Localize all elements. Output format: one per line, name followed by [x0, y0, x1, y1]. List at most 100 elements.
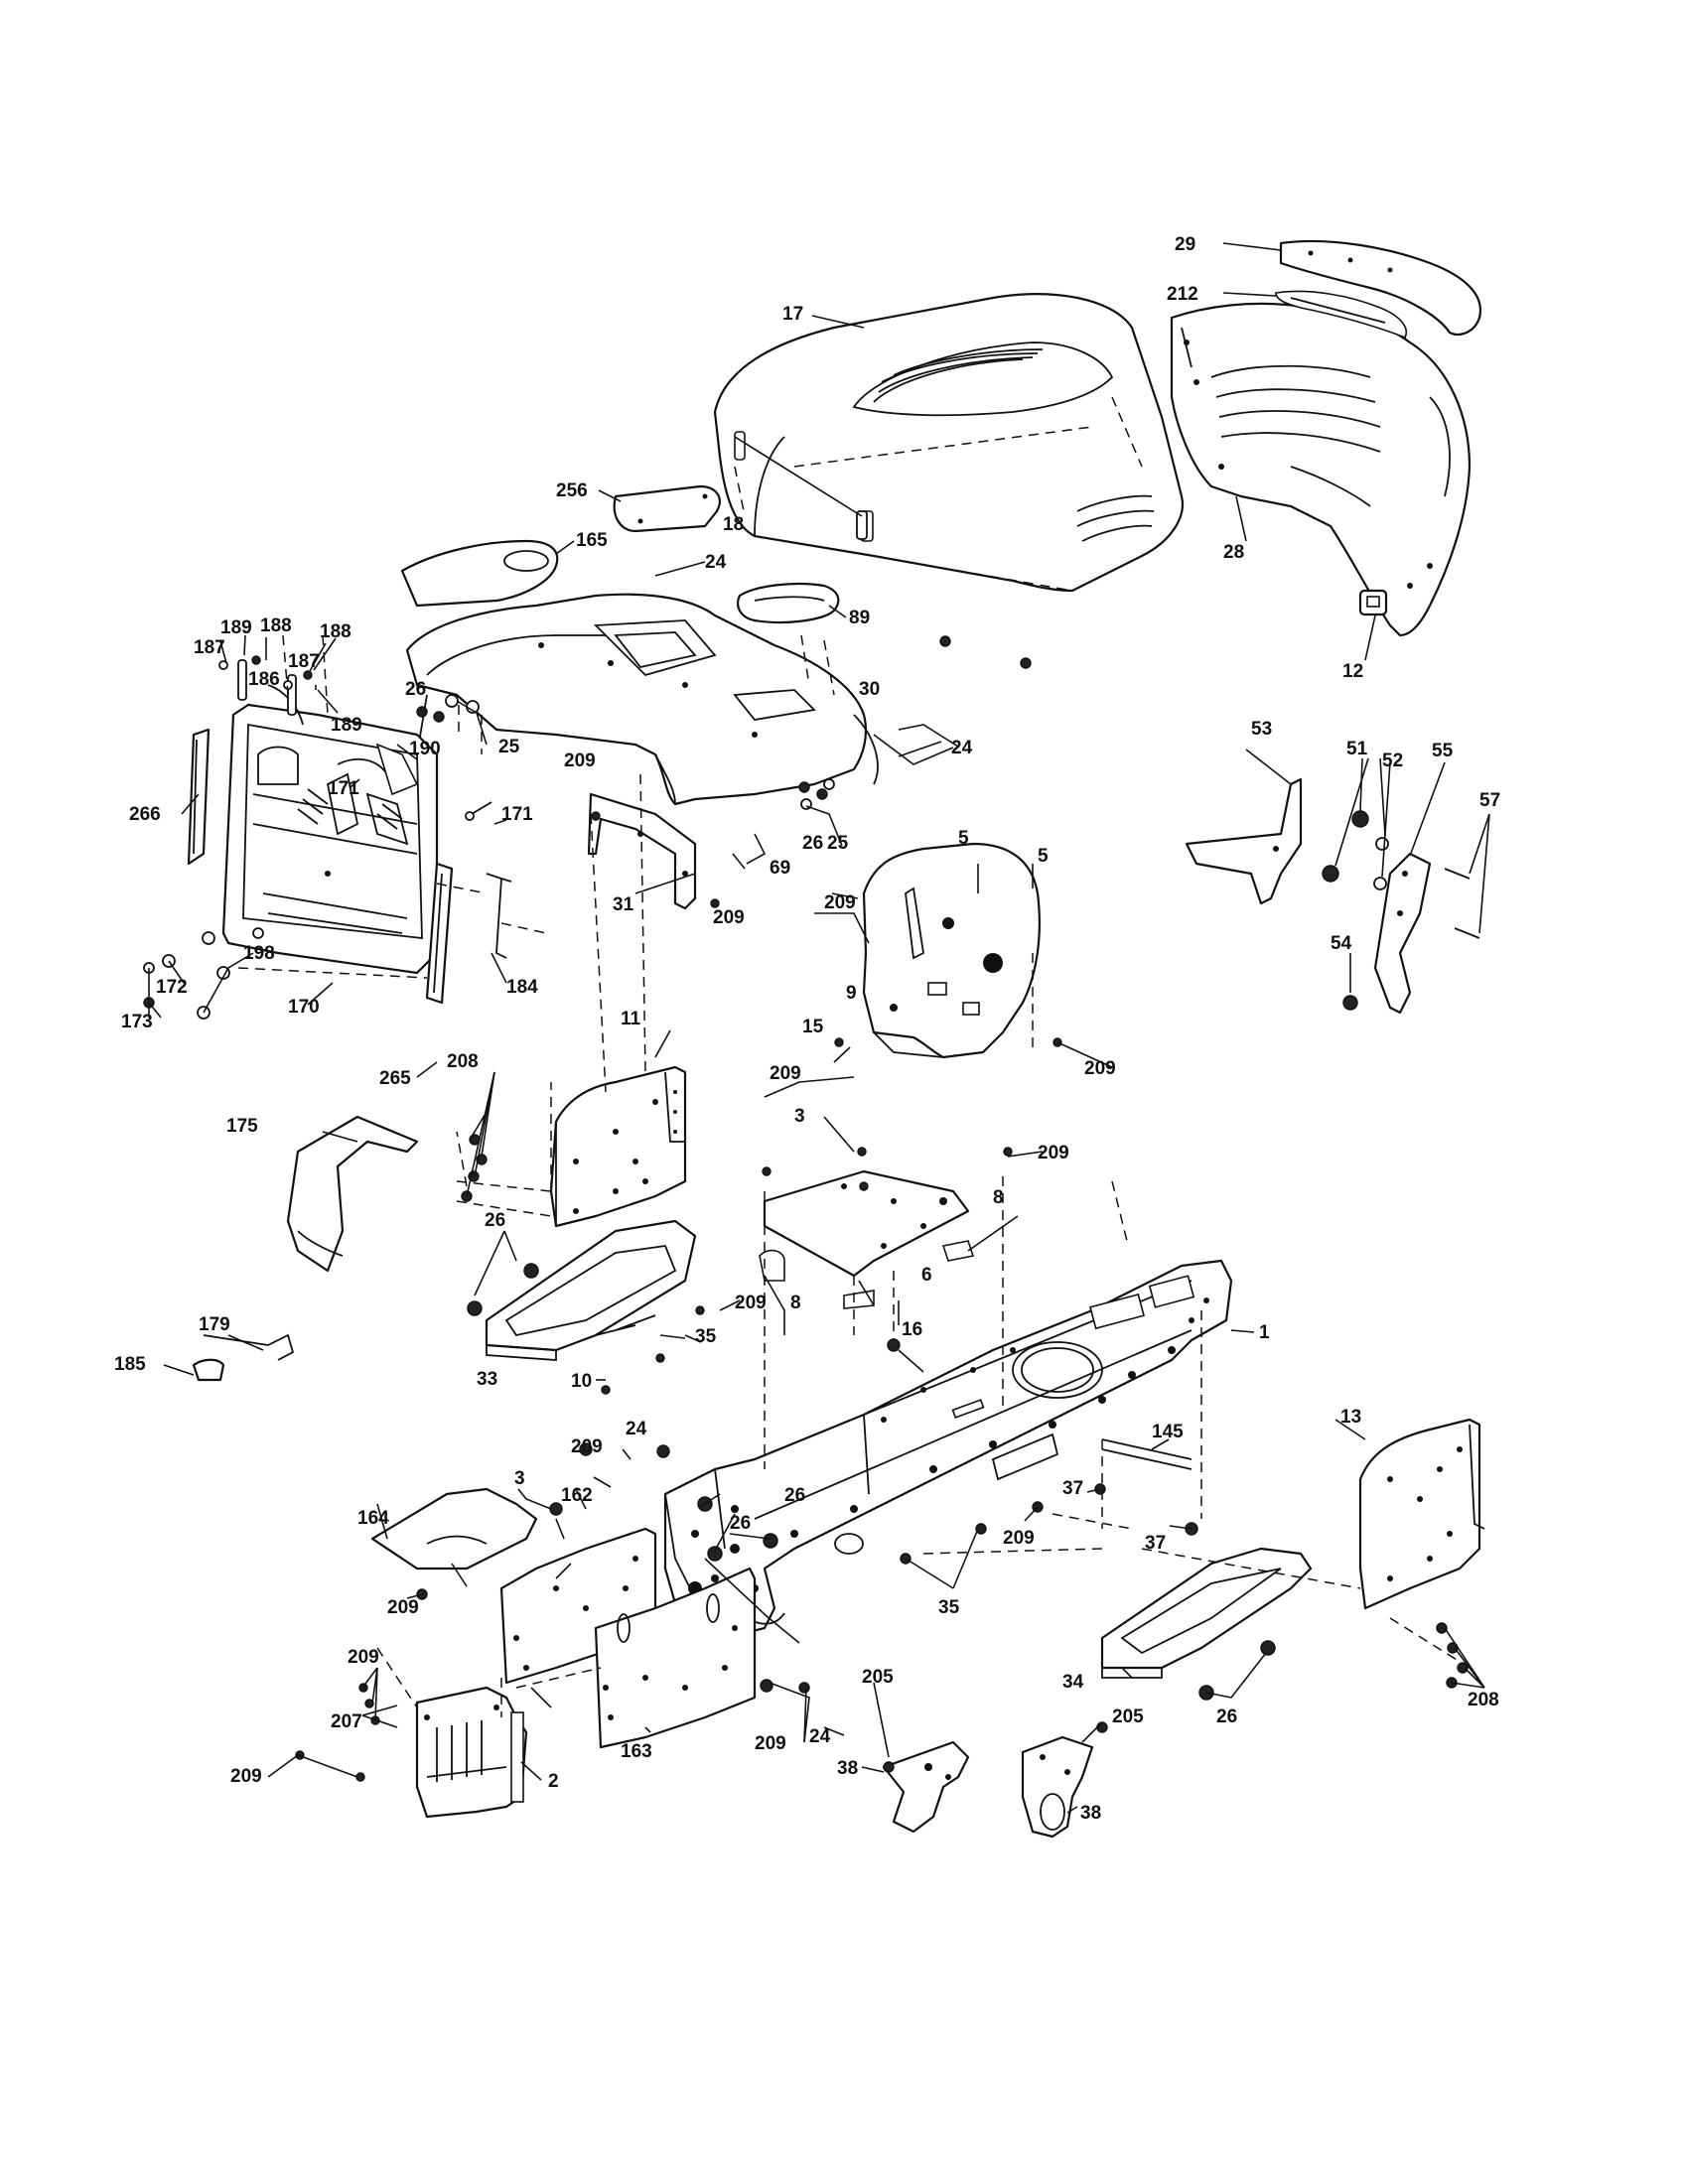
- chassis-frame-part-1: [663, 1259, 1233, 1640]
- callout-171-left: 171: [328, 778, 359, 799]
- callout-184: 184: [506, 977, 538, 998]
- callout-205-left: 205: [862, 1667, 894, 1688]
- handle-part-179: [203, 1333, 295, 1361]
- bracket-part-190: [375, 743, 419, 796]
- side-panel-part-11: [549, 1065, 687, 1228]
- rod-part-184: [486, 873, 512, 959]
- callout-209-164: 209: [387, 1597, 419, 1618]
- front-panel-part-170: [221, 703, 439, 975]
- callout-38-left: 38: [837, 1758, 858, 1779]
- callout-5-right: 5: [1038, 846, 1049, 867]
- callout-3-plate: 3: [794, 1106, 805, 1127]
- callout-8-left: 8: [790, 1293, 801, 1313]
- callout-207: 207: [331, 1711, 362, 1732]
- callout-8-right: 8: [993, 1187, 1004, 1208]
- callout-31: 31: [613, 894, 634, 915]
- callout-15: 15: [802, 1017, 824, 1037]
- callout-37-b: 37: [1145, 1533, 1166, 1554]
- callout-265: 265: [379, 1068, 411, 1089]
- callout-163: 163: [621, 1741, 652, 1762]
- screw-part-171: [465, 801, 492, 821]
- callout-33: 33: [477, 1369, 497, 1390]
- callout-198: 198: [243, 943, 275, 964]
- callout-54: 54: [1331, 933, 1352, 954]
- callout-25-dash: 25: [498, 737, 520, 757]
- mounting-plate-part-6: [763, 1169, 970, 1278]
- callout-10: 10: [571, 1371, 592, 1392]
- footrest-part-33: [485, 1219, 697, 1361]
- callout-24-right: 24: [951, 738, 973, 758]
- nut-washer-parts-172-173-198: [143, 927, 264, 1020]
- side-rail-part-266: [187, 728, 210, 866]
- callout-175: 175: [226, 1116, 258, 1137]
- callout-209-163: 209: [755, 1733, 786, 1754]
- callout-5-left: 5: [958, 828, 969, 849]
- callout-18: 18: [723, 514, 744, 535]
- callout-6: 6: [921, 1265, 932, 1286]
- callout-35-step: 35: [695, 1326, 717, 1347]
- callout-189-left: 189: [220, 617, 252, 638]
- callout-209-2b: 209: [230, 1766, 262, 1787]
- clip-part-8: [759, 1240, 975, 1309]
- callout-26-frame-a: 26: [784, 1485, 805, 1506]
- callout-52: 52: [1382, 751, 1403, 771]
- callout-186: 186: [248, 669, 280, 690]
- cover-part-256: [613, 484, 721, 533]
- callout-1: 1: [1259, 1322, 1270, 1343]
- callout-187-right: 187: [288, 651, 320, 672]
- rod-part-145: [1101, 1438, 1193, 1470]
- grille-part-28: [1170, 302, 1472, 637]
- callout-256: 256: [556, 480, 588, 501]
- hood-part-17: [713, 293, 1185, 593]
- callout-209-plate-b: 209: [1038, 1143, 1069, 1163]
- callout-172: 172: [156, 977, 188, 998]
- callout-24-frame: 24: [626, 1419, 647, 1439]
- callout-26-dash: 26: [405, 679, 426, 700]
- callout-209-plate: 209: [770, 1063, 801, 1084]
- bracket-part-55: [1373, 852, 1432, 1015]
- knob-part-185: [192, 1358, 225, 1382]
- callout-2: 2: [548, 1771, 559, 1792]
- callout-24-top: 24: [705, 552, 727, 573]
- callout-11: 11: [621, 1009, 641, 1029]
- callout-173: 173: [121, 1012, 153, 1032]
- leader-lines: [148, 242, 1490, 1814]
- callout-9: 9: [846, 983, 857, 1004]
- callout-171-right: 171: [501, 804, 533, 825]
- callout-209-console-b: 209: [713, 907, 745, 928]
- bracket-part-53: [1185, 777, 1303, 905]
- footrest-part-34: [1100, 1547, 1313, 1679]
- callout-209-step: 209: [735, 1293, 767, 1313]
- cupholder-part-165: [400, 539, 559, 608]
- callout-25-mid: 25: [827, 833, 849, 854]
- callout-35-frame: 35: [938, 1597, 960, 1618]
- callout-51: 51: [1346, 739, 1368, 759]
- callout-16: 16: [902, 1319, 922, 1340]
- callout-208-left: 208: [447, 1051, 479, 1072]
- callout-209-support-b: 209: [1084, 1058, 1116, 1079]
- callout-89: 89: [849, 608, 870, 628]
- callout-266: 266: [129, 804, 161, 825]
- callout-69: 69: [770, 858, 790, 879]
- bracket-part-38-left: [882, 1740, 970, 1834]
- bracket-part-2: [415, 1686, 528, 1819]
- callout-187-left: 187: [194, 637, 225, 658]
- callout-34: 34: [1062, 1672, 1084, 1693]
- callout-37-a: 37: [1062, 1478, 1083, 1499]
- hood-pin-part-18: [856, 510, 868, 540]
- plate-part-164: [370, 1487, 538, 1570]
- callout-labels: 29 212 17 18 256 28 12 165 24 89 24 30 2…: [114, 234, 1500, 1824]
- insert-part-89: [737, 582, 840, 624]
- callout-26-frame-b: 26: [730, 1513, 751, 1534]
- callout-188-right: 188: [320, 621, 351, 642]
- callout-29: 29: [1175, 234, 1195, 255]
- callout-28: 28: [1223, 542, 1244, 563]
- callout-30: 30: [859, 679, 880, 700]
- callout-164: 164: [357, 1508, 389, 1529]
- shield-part-175: [286, 1115, 419, 1273]
- assembly-guide-lines: [237, 466, 1471, 1717]
- callout-209-support: 209: [824, 892, 856, 913]
- callout-190: 190: [409, 739, 441, 759]
- callout-26-footrest: 26: [1216, 1706, 1237, 1727]
